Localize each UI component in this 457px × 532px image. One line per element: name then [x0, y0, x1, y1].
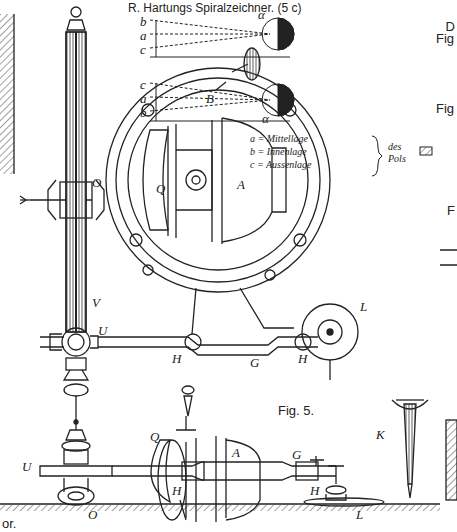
part-label: A	[232, 446, 240, 459]
part-label: c = Aussenlage	[250, 160, 312, 170]
part-label: Fig	[436, 32, 454, 45]
part-label: α	[262, 112, 269, 125]
part-label: Q	[156, 182, 165, 195]
part-label: U	[22, 460, 31, 473]
part-label: G	[250, 356, 259, 369]
part-label: c	[140, 78, 146, 91]
part-label: Fig	[436, 102, 454, 115]
part-label: L	[360, 300, 367, 313]
part-label: des	[388, 142, 401, 152]
part-label: Fig. 5.	[278, 404, 314, 417]
part-label: K	[376, 428, 385, 441]
part-label: H	[172, 484, 181, 497]
part-label: U	[98, 324, 107, 337]
part-label: a	[140, 29, 147, 42]
part-label: A	[237, 178, 245, 191]
part-label: α	[258, 8, 265, 21]
part-label: H	[172, 352, 181, 365]
part-label: H	[298, 352, 307, 365]
part-label: O	[92, 176, 101, 189]
part-label: Q	[150, 430, 159, 443]
part-label: H	[310, 484, 319, 497]
plate-title: R. Hartungs Spiralzeichner. (5 c)	[128, 1, 301, 15]
part-label: a = Mittellage	[250, 134, 308, 144]
part-label: a	[140, 92, 147, 105]
part-label: or.	[2, 517, 16, 530]
part-label: b	[140, 106, 147, 119]
part-label: B	[206, 92, 214, 105]
part-label: b	[140, 15, 147, 28]
part-label: L	[356, 508, 363, 521]
part-label: Pols	[388, 154, 406, 164]
part-label: c	[140, 43, 146, 56]
part-label: b = Innenlage	[250, 147, 307, 157]
part-label: G	[292, 448, 301, 461]
part-label: O	[88, 508, 97, 521]
part-label: F	[447, 204, 455, 217]
part-label: V	[92, 296, 100, 309]
